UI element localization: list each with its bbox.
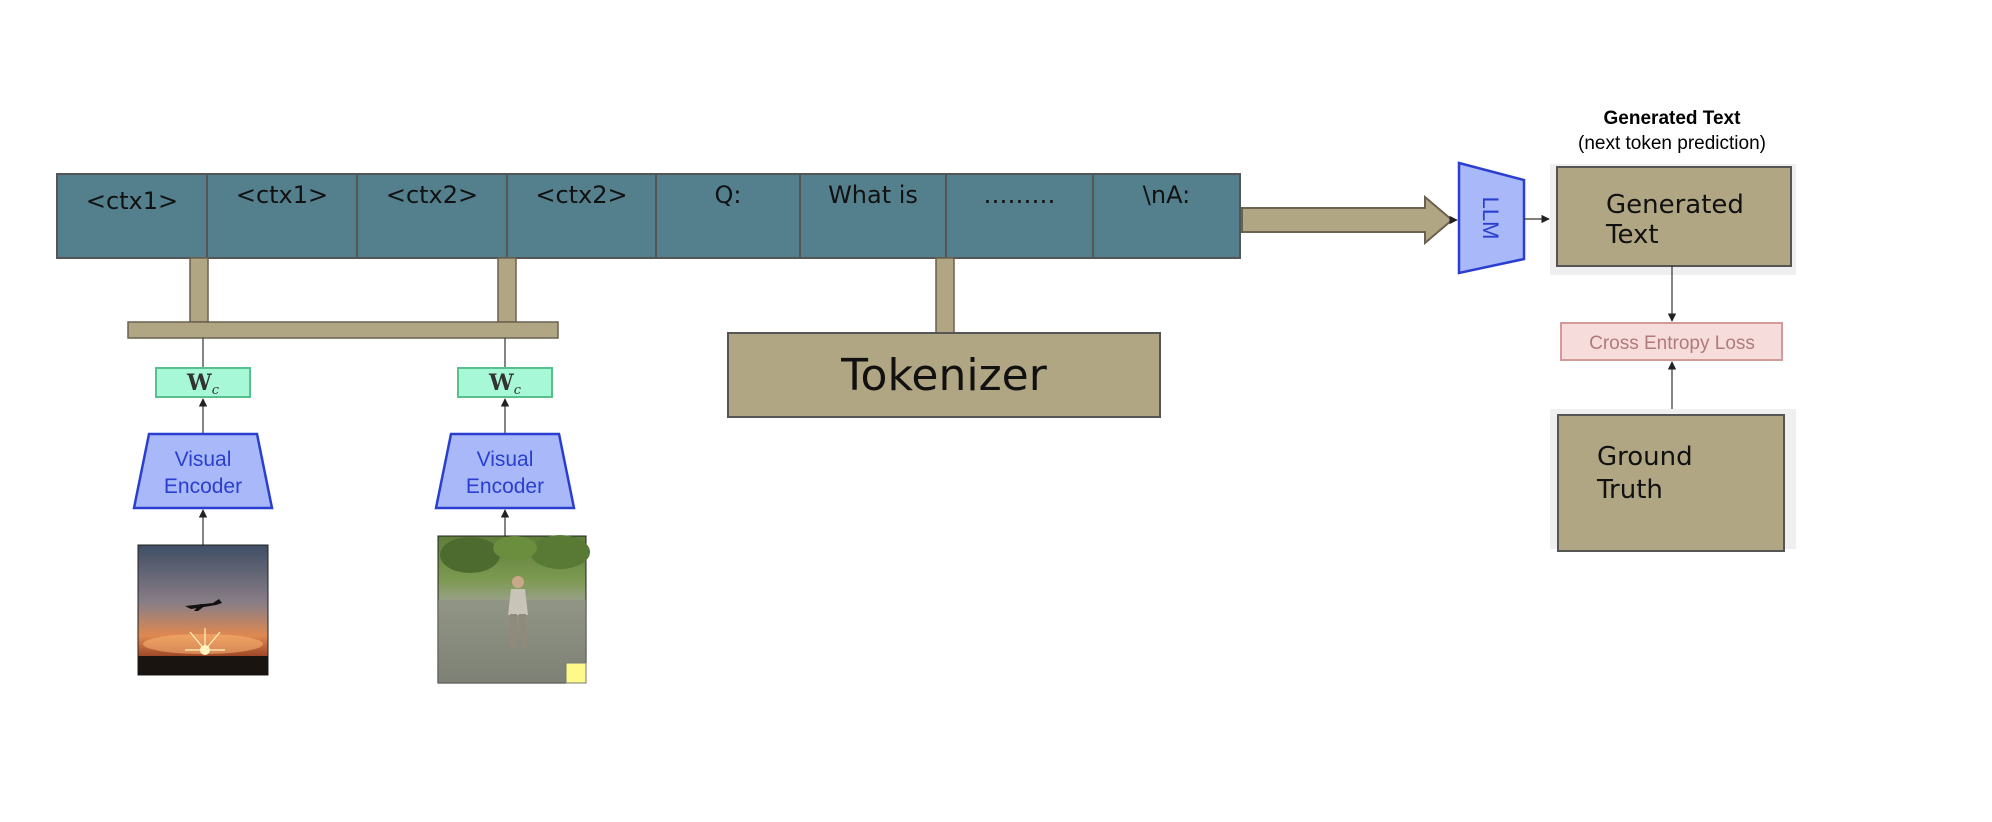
ground-truth-line2: Truth — [1596, 475, 1663, 505]
encoder-label-2-line1: Visual — [477, 448, 534, 471]
token-label: ……… — [984, 181, 1056, 209]
encoder-label-2-line2: Encoder — [466, 475, 544, 498]
ground-truth-box — [1557, 414, 1785, 552]
encoder-branch-1: Wc Visual Encoder — [132, 338, 274, 676]
token-label: <ctx2> — [386, 181, 478, 209]
ground-truth-line1: Ground — [1597, 442, 1693, 472]
weight-label-2: Wc — [488, 370, 522, 398]
token-to-llm-arrow — [1241, 194, 1458, 246]
token-row-background — [56, 173, 1241, 259]
loss-block: Cross Entropy Loss — [1560, 322, 1783, 361]
visual-encoder-2 — [434, 432, 576, 510]
tokenizer-block: Tokenizer — [727, 332, 1161, 418]
ctx2-connector — [497, 257, 517, 323]
token-label: What is — [828, 181, 918, 209]
sunset-airplane-photo — [137, 544, 269, 676]
token-label: Q: — [715, 181, 742, 209]
visual-encoder-1 — [132, 432, 274, 510]
encoder-label-1-line1: Visual — [175, 448, 232, 471]
tokenizer-label: Tokenizer — [840, 350, 1048, 401]
llm-block: LLM — [1457, 161, 1550, 275]
generated-text-box — [1556, 166, 1792, 267]
weight-box-1 — [155, 367, 251, 398]
token-label: \nA: — [1143, 181, 1190, 209]
token-connectors — [127, 257, 955, 339]
generated-text-block: Generated Text — [1550, 164, 1796, 275]
ground-truth-block: Ground Truth — [1550, 409, 1796, 552]
llm-label: LLM — [1478, 197, 1503, 240]
output-header-subtitle: (next token prediction) — [1578, 133, 1766, 154]
generated-text-line2: Text — [1605, 220, 1659, 250]
tokenizer-connector — [935, 257, 955, 335]
person-in-river-photo — [437, 535, 590, 684]
output-header-title: Generated Text — [1604, 108, 1742, 129]
weight-box-2 — [457, 367, 553, 398]
llm-trapezoid — [1457, 161, 1526, 275]
loss-box — [1560, 322, 1783, 361]
token-label: <ctx1> — [86, 187, 178, 215]
ctx1-connector — [189, 257, 209, 323]
token-row: <ctx1> <ctx1> <ctx2> <ctx2> Q: What is ……… \nA: — [56, 173, 1241, 259]
tokenizer-box — [727, 332, 1161, 418]
loss-label: Cross Entropy Loss — [1589, 333, 1755, 354]
token-label: <ctx1> — [236, 181, 328, 209]
token-label: <ctx2> — [535, 181, 627, 209]
encoder-branch-2: Wc Visual Encoder — [434, 338, 590, 684]
weight-label-1: Wc — [186, 370, 220, 398]
context-merge-bar — [127, 321, 559, 339]
generated-text-line1: Generated — [1606, 190, 1744, 220]
encoder-label-1-line2: Encoder — [164, 475, 242, 498]
